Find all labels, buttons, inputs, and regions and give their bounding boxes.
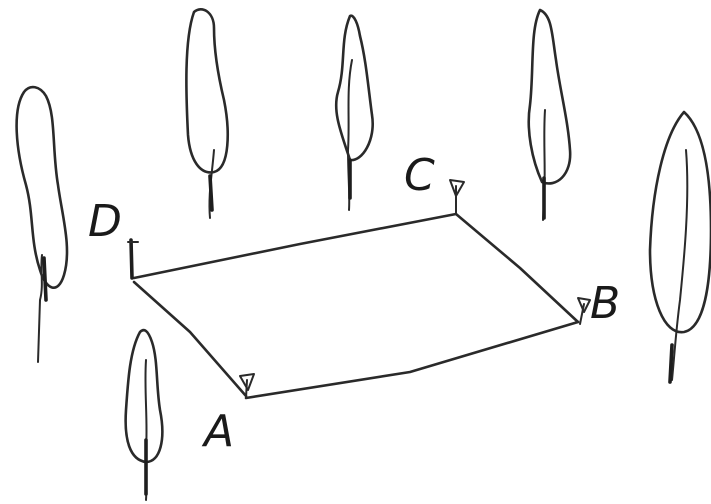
quadrilateral-abcd <box>132 212 580 400</box>
vertex-label-d: D <box>88 196 122 247</box>
marker-b <box>577 297 591 325</box>
vertex-label-c: C <box>404 150 435 201</box>
marker-a <box>239 373 255 399</box>
tree-top-middle <box>334 14 374 211</box>
tree-far-left <box>15 85 69 363</box>
tree-bottom-left <box>124 328 164 501</box>
tree-top-left <box>185 8 229 219</box>
marker-d <box>127 238 139 280</box>
edge-da <box>132 280 248 398</box>
tree-far-right <box>648 110 711 384</box>
edge-bc <box>454 212 580 324</box>
marker-c <box>449 179 465 215</box>
tree-top-right <box>527 8 572 221</box>
vertex-label-a: A <box>201 406 234 457</box>
edge-ab <box>244 320 580 400</box>
edge-cd <box>132 212 458 280</box>
vertex-label-b: B <box>590 278 620 329</box>
